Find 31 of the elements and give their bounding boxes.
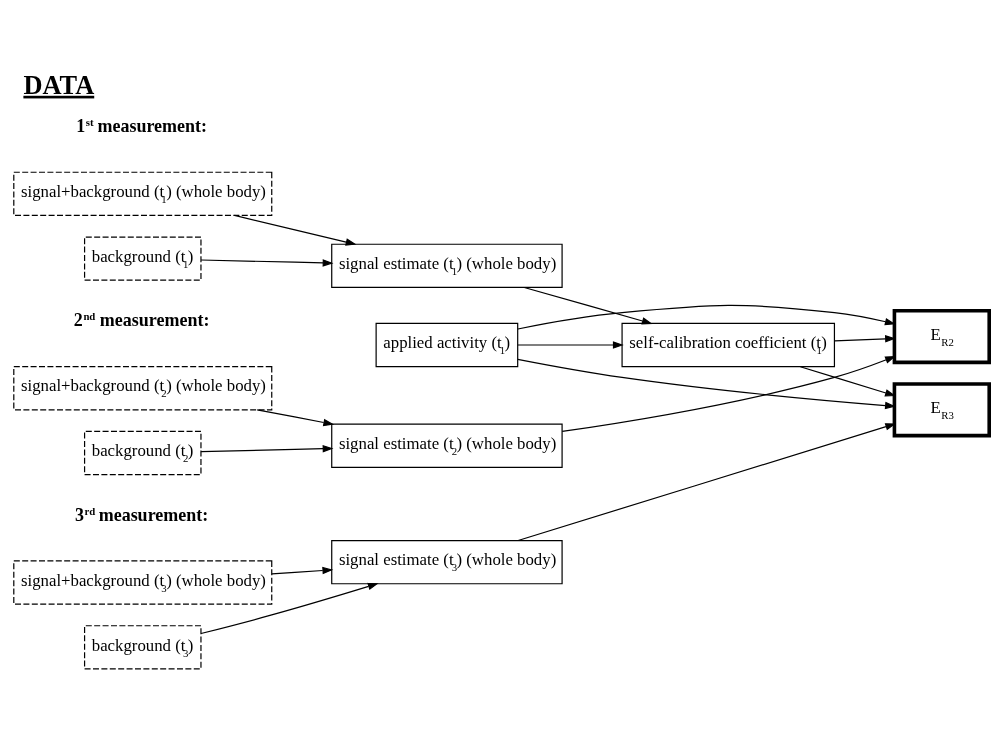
label: 3$^{rd}$ measurement: xyxy=(74,504,208,525)
arrow xyxy=(799,365,896,396)
node-box: E$_{R2}$ xyxy=(892,308,991,364)
node-box: background (t$_{1}$) xyxy=(83,235,202,281)
label: 2$^{nd}$ measurement: xyxy=(73,309,209,330)
node-box: signal+background (t$_{1}$) (whole body) xyxy=(12,171,272,216)
node-box: signal+background (t$_{3}$) (whole body) xyxy=(12,559,272,605)
arrow xyxy=(200,258,333,267)
arrow xyxy=(833,334,896,343)
arrow xyxy=(233,214,356,246)
node-box: signal estimate (t$_{1}$) (whole body) xyxy=(330,243,563,288)
node-box: applied activity (t$_{1}$) xyxy=(375,322,518,367)
arrow xyxy=(516,340,624,349)
node-box: background (t$_{3}$) xyxy=(83,624,202,670)
arrow xyxy=(517,422,896,541)
node-box: signal estimate (t$_{2}$) (whole body) xyxy=(330,423,563,468)
node-box: self-calibration coefficient (t$_{1}$) xyxy=(621,322,835,367)
node-box: background (t$_{2}$) xyxy=(83,430,202,475)
arrow xyxy=(199,582,379,634)
arrow xyxy=(270,566,333,574)
arrow xyxy=(516,358,896,409)
arrow xyxy=(516,304,896,330)
node-box: E$_{R3}$ xyxy=(892,381,991,437)
node-box: signal+background (t$_{2}$) (whole body) xyxy=(12,365,272,410)
label: 1$^{st}$ measurement: xyxy=(75,115,207,136)
arrow xyxy=(561,355,896,432)
node-box: signal estimate (t$_{3}$) (whole body) xyxy=(330,539,563,584)
diagram-title: DATA xyxy=(22,69,94,100)
arrow xyxy=(523,286,653,325)
arrow xyxy=(200,444,333,452)
arrow xyxy=(256,408,334,426)
